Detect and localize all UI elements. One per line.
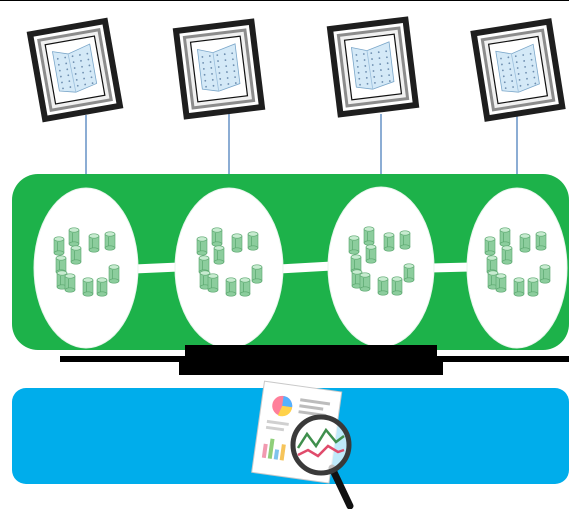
cluster-ellipse <box>175 188 283 348</box>
cluster-node <box>328 187 434 347</box>
cluster-ellipse <box>467 188 567 348</box>
cluster-ellipse <box>328 187 434 347</box>
report-with-magnifier-icon <box>252 381 350 506</box>
document-group <box>27 16 566 122</box>
map-document-icon <box>327 16 420 117</box>
map-document-icon <box>27 18 124 123</box>
map-document-icon <box>173 18 266 119</box>
cluster-ellipse <box>34 188 138 348</box>
cluster-node <box>34 188 138 348</box>
cluster-link <box>430 267 471 268</box>
cluster-node <box>175 188 283 348</box>
cluster-link <box>279 266 332 269</box>
cluster-link <box>134 267 179 269</box>
map-document-icon <box>470 18 565 122</box>
cluster-node <box>467 188 567 348</box>
